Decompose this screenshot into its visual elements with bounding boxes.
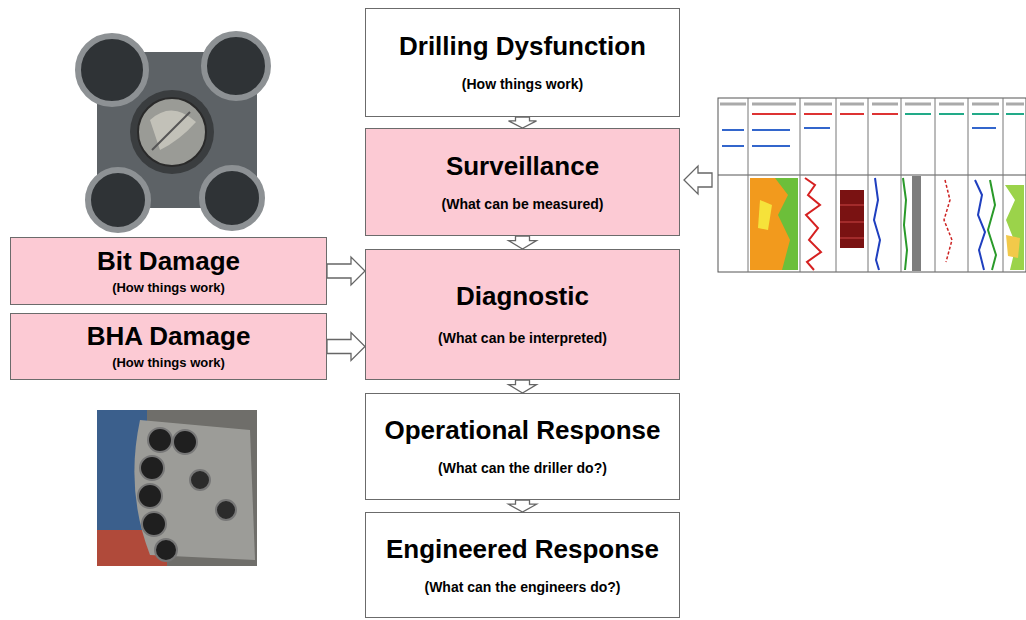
cutter-pocket: [88, 170, 148, 230]
log-frame: [718, 98, 1026, 272]
log-curve: [988, 180, 996, 270]
log-fill: [758, 200, 772, 230]
pdc-cutter: [173, 430, 197, 454]
bit-body: [134, 420, 255, 560]
pdc-cutter: [155, 539, 177, 561]
wear-scar: [152, 112, 190, 150]
bit-photo-bottom: [97, 410, 257, 566]
wear-flat: [150, 110, 196, 150]
box-subtitle: (What can be interpreted): [438, 330, 607, 347]
log-header-bars: [905, 113, 1024, 115]
pdc-cutter: [138, 484, 162, 508]
box-title: Engineered Response: [386, 535, 659, 565]
box-title: Bit Damage: [97, 247, 240, 277]
box-title: Surveillance: [446, 152, 599, 182]
log-curve: [975, 180, 985, 270]
block-arrow: [509, 117, 537, 128]
box-subtitle: (What can the engineers do?): [424, 579, 620, 596]
block-arrow: [509, 500, 537, 512]
cutter-pocket: [202, 168, 262, 228]
log-fill: [1006, 235, 1020, 258]
log-header-bars: [720, 103, 1024, 106]
box-title: Drilling Dysfunction: [399, 32, 646, 62]
process-box: Engineered Response (What can the enginee…: [365, 512, 680, 618]
process-box: Diagnostic (What can be interpreted): [365, 249, 680, 380]
process-box: Operational Response (What can the drille…: [365, 393, 680, 500]
box-subtitle: (What can be measured): [442, 196, 604, 213]
worn-cutter: [138, 98, 206, 166]
block-arrow: [509, 236, 537, 249]
box-subtitle: (How things work): [112, 280, 225, 296]
box-subtitle: (What can the driller do?): [438, 460, 607, 477]
photo-ground: [97, 410, 257, 566]
block-arrow: [327, 333, 365, 361]
log-track-lines: [748, 98, 1003, 272]
box-title: Operational Response: [385, 416, 661, 446]
log-fill: [912, 176, 921, 271]
log-curve: [903, 178, 907, 270]
log-fill: [840, 190, 864, 248]
process-box: Drilling Dysfunction (How things work): [365, 8, 680, 117]
box-subtitle: (How things work): [112, 355, 225, 371]
box-title: Diagnostic: [456, 282, 589, 312]
log-curve: [805, 178, 821, 270]
block-arrow: [684, 166, 712, 194]
cutter-pocket: [204, 34, 268, 98]
log-header-line: [718, 175, 1026, 176]
log-header-bars: [722, 128, 996, 146]
pdc-cutter: [148, 428, 172, 452]
log-plot: [718, 98, 1026, 272]
log-header-bars: [752, 113, 898, 115]
box-title: BHA Damage: [87, 322, 251, 352]
pdc-cutter: [190, 470, 210, 490]
cutter-pocket: [78, 36, 146, 104]
pdc-cutter: [216, 500, 236, 520]
log-curve: [874, 178, 880, 270]
block-arrow: [327, 257, 365, 285]
log-fill: [775, 178, 798, 270]
process-box: Bit Damage (How things work): [10, 237, 327, 305]
cutter-ring: [130, 90, 214, 174]
log-fill: [750, 178, 798, 270]
process-box: BHA Damage (How things work): [10, 313, 327, 380]
log-fill: [1005, 185, 1024, 270]
bit-photo-top: [78, 34, 268, 230]
log-curve: [944, 180, 952, 262]
pdc-cutter: [140, 456, 164, 480]
log-fill-lines: [840, 205, 864, 238]
process-box: Surveillance (What can be measured): [365, 128, 680, 236]
block-arrow: [509, 380, 537, 393]
pdc-cutter: [142, 512, 166, 536]
box-subtitle: (How things work): [462, 76, 583, 93]
